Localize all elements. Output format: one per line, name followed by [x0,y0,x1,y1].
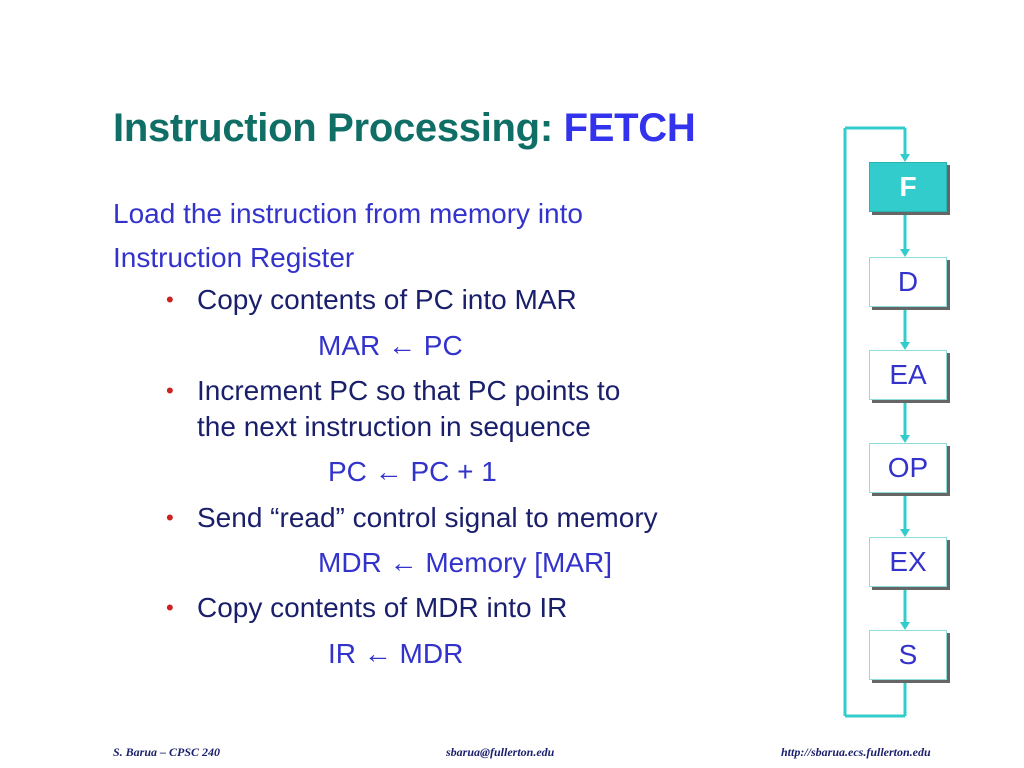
arrow-head-op [900,435,910,443]
loop-arrow-head [900,154,910,162]
footer-author: S. Barua – CPSC 240 [113,745,221,759]
intro-line-2: Instruction Register [113,242,355,273]
bullet-text-cont: the next instruction in sequence [197,411,591,442]
step-ea: EA [869,350,947,400]
footer-email: sbarua@fullerton.edu [446,745,555,759]
bullet-increment-pc: Increment PC so that PC points to the ne… [166,373,621,445]
arrow-head-ex [900,529,910,537]
slide-title: Instruction Processing: FETCH [113,106,696,151]
step-d: D [869,257,947,307]
intro-line-1: Load the instruction from memory into [113,198,583,229]
bullet-text: Copy contents of PC into MAR [197,284,577,315]
step-s: S [869,630,947,680]
step-f: F [869,162,947,212]
formula-ir-mdr: IR ← MDR [328,638,464,669]
title-main: Instruction Processing: [113,106,564,150]
formula-pc-increment: PC ← PC + 1 [328,456,497,487]
arrow-head-ea [900,342,910,350]
arrow-head-d [900,249,910,257]
title-accent: FETCH [563,106,696,150]
footer-url: http://sbarua.ecs.fullerton.edu [781,745,931,759]
bullet-text: Copy contents of MDR into IR [197,592,568,623]
bullet-copy-pc: Copy contents of PC into MAR [166,282,577,318]
formula-mar-pc: MAR ← PC [318,330,463,361]
arrow-head-s [900,622,910,630]
cycle-loop [843,126,910,718]
step-op: OP [869,443,947,493]
step-ex: EX [869,537,947,587]
bullet-text: Send “read” control signal to memory [197,502,658,533]
bullet-text: Increment PC so that PC points to [197,375,621,406]
intro-text: Load the instruction from memory into In… [113,192,583,280]
bullet-copy-mdr: Copy contents of MDR into IR [166,590,568,626]
formula-mdr-memory: MDR ← Memory [MAR] [318,547,612,578]
bullet-read-signal: Send “read” control signal to memory [166,500,658,536]
